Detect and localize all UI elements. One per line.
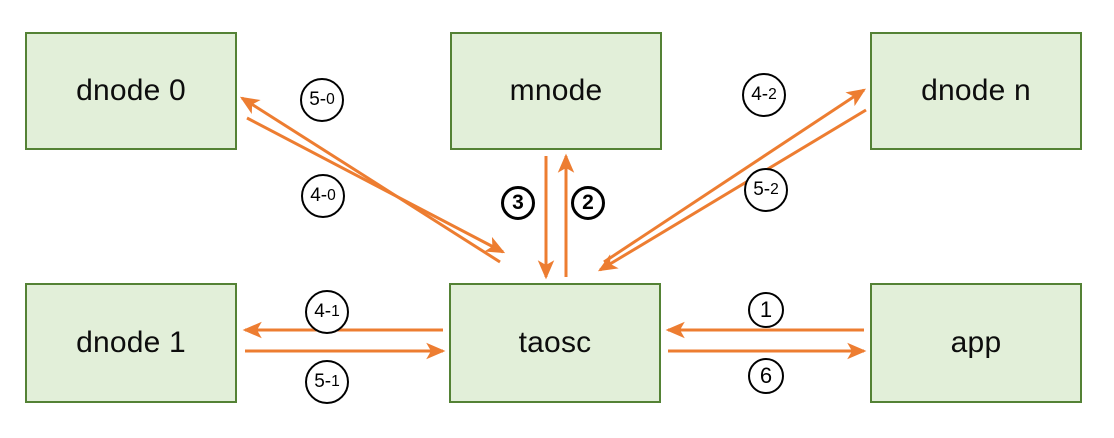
edge-label-5-1: 5-1 — [305, 360, 349, 404]
edge-label-5-2-sub: 2 — [770, 181, 779, 198]
edge-label-5-0-sub: 0 — [326, 91, 335, 108]
edge-label-5-2: 5-2 — [744, 168, 788, 212]
edge-label-4-1-sep: - — [324, 301, 332, 322]
node-dnode-0-label: dnode 0 — [76, 74, 186, 107]
edge-label-3-main: 3 — [512, 191, 524, 214]
node-dnode-0[interactable]: dnode 0 — [25, 32, 237, 150]
node-mnode-label: mnode — [509, 74, 603, 107]
edge-label-1: 1 — [748, 292, 784, 328]
edge-label-5-1-sep: - — [324, 371, 332, 392]
node-app-label: app — [950, 326, 1002, 359]
edge-label-5-0-main: 5 — [309, 89, 320, 110]
edge-label-4-0-main: 4 — [310, 185, 321, 206]
edge-label-2: 2 — [571, 186, 605, 220]
node-taosc[interactable]: taosc — [449, 283, 661, 403]
edge-label-2-main: 2 — [582, 191, 594, 214]
node-mnode[interactable]: mnode — [450, 32, 662, 150]
edge-label-5-2-main: 5 — [753, 179, 764, 200]
edge-label-4-2-sep: - — [761, 84, 769, 105]
edge-label-5-1-sub: 1 — [331, 373, 340, 390]
edge-label-4-0: 4-0 — [301, 174, 345, 218]
edge-label-4-1: 4-1 — [305, 290, 349, 334]
edge-label-1-main: 1 — [759, 297, 773, 322]
edge-label-6-main: 6 — [759, 363, 773, 388]
edge-label-4-2-main: 4 — [751, 84, 762, 105]
edge-label-4-2-sub: 2 — [768, 86, 777, 103]
edge-label-5-0-sep: - — [319, 89, 327, 110]
edge-label-4-1-main: 4 — [314, 301, 325, 322]
edge-label-4-2: 4-2 — [742, 73, 786, 117]
edge-label-3: 3 — [501, 186, 535, 220]
edge-label-6: 6 — [748, 358, 784, 394]
node-dnode-1-label: dnode 1 — [76, 326, 186, 359]
edge-label-4-0-sep: - — [320, 185, 328, 206]
node-dnode-1[interactable]: dnode 1 — [25, 283, 237, 403]
edge-label-5-1-main: 5 — [314, 371, 325, 392]
node-app[interactable]: app — [870, 283, 1082, 403]
edge-label-5-2-sep: - — [763, 179, 771, 200]
node-dnode-n[interactable]: dnode n — [870, 32, 1082, 150]
node-taosc-label: taosc — [518, 326, 592, 359]
edge-label-4-1-sub: 1 — [331, 303, 340, 320]
edge-label-5-0: 5-0 — [300, 78, 344, 122]
node-dnode-n-label: dnode n — [921, 74, 1031, 107]
edge-label-4-0-sub: 0 — [327, 187, 336, 204]
